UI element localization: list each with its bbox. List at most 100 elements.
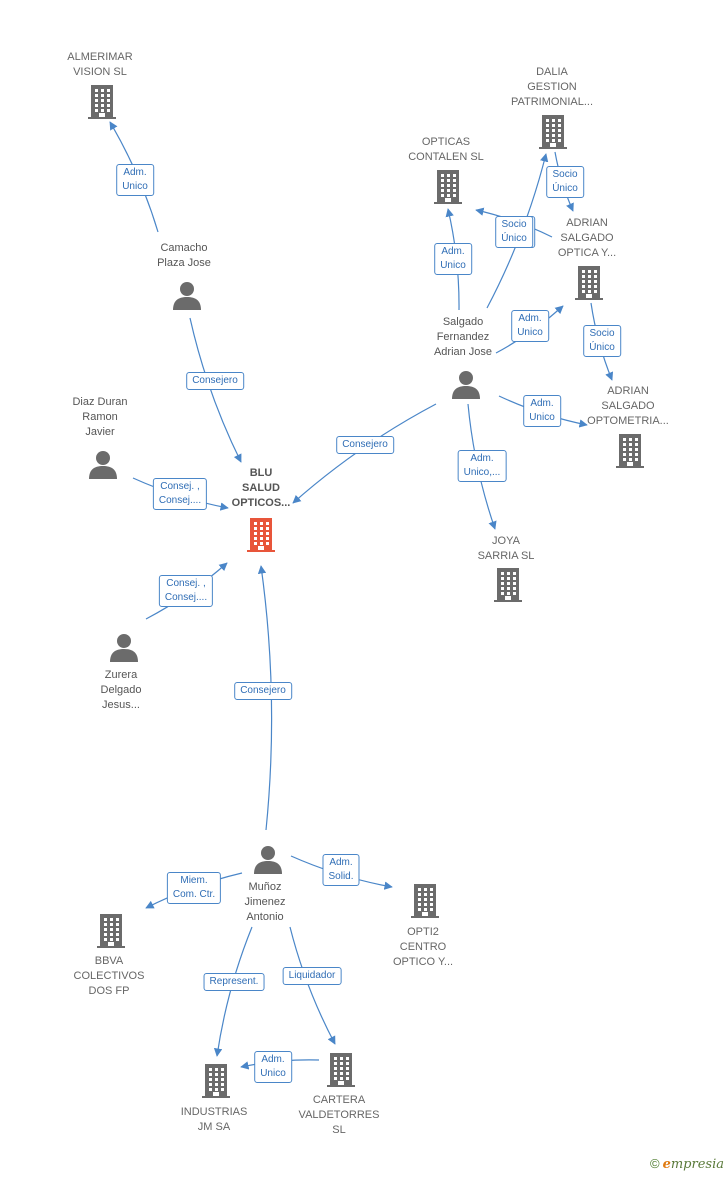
node-label-line: OPTOMETRIA... [587,415,669,427]
edge-label[interactable]: Adm. Solid. [322,854,360,886]
node-label-line: Plaza Jose [157,257,211,269]
edge-label[interactable]: Adm.Unico [434,243,472,275]
building-icon-almerimar[interactable] [86,84,118,125]
node-label-line: Ramon [82,411,118,423]
node-label-line: ALMERIMAR [67,51,133,63]
node-label-cartera[interactable]: CARTERA VALDETORRES SL [299,1093,380,1138]
edge-label-text: Unico [122,181,148,192]
edge-munoz-to-industrias [213,926,253,1057]
edge-label[interactable]: Consejero [186,372,244,390]
edge-label[interactable]: Liquidador [282,967,342,985]
edge-munoz-to-cartera [289,926,336,1045]
edge-label-text: Socio [589,328,615,339]
person-icon-camacho[interactable] [172,280,202,315]
building-icon-bbva[interactable] [95,913,127,954]
edge-label[interactable]: Adm. Unico [254,1051,292,1083]
edge-label[interactable]: Adm.Unico [523,395,561,427]
edge-label-text: Solid. [328,871,354,882]
edge-label-text: Consej.... [158,495,202,506]
node-label-line: ADRIAN [566,217,608,229]
building-icon-adrian-optometria[interactable] [614,433,646,474]
node-label-opticas[interactable]: OPTICAS CONTALEN SL [408,135,484,165]
edge-label[interactable]: Consejero [336,436,394,454]
edge-label[interactable]: Represent. [203,973,265,991]
edge-label[interactable]: Adm.Unico [116,164,154,196]
edge-label[interactable]: Consej. ,Consej.... [158,575,214,607]
node-label-adrian-optometria[interactable]: ADRIAN SALGADO OPTOMETRIA... [587,384,669,429]
building-icon-dalia[interactable] [537,114,569,155]
edge-label-text: Unico [260,1068,286,1079]
node-label-line: CONTALEN SL [408,151,484,163]
edge-label-text: Consejero [342,439,388,450]
building-icon-cartera[interactable] [325,1052,357,1093]
node-label-line: CARTERA [312,1094,366,1106]
node-label-line: JOYA [492,535,520,547]
edge-label-text: Adm. [441,246,465,257]
node-label-line: ADRIAN [607,385,649,397]
edge-label-text: Adm. [329,857,353,868]
edge-label-text: Com. Ctr. [172,889,216,900]
building-icon-industrias[interactable] [200,1063,232,1104]
person-icon-salgado[interactable] [451,369,481,404]
building-icon-joya[interactable] [492,567,524,608]
node-label-line: Diaz Duran [72,396,128,408]
building-icon-opti2[interactable] [409,883,441,924]
node-label-line: CENTRO [399,941,447,953]
edge-label-text: Consejero [192,375,238,386]
node-label-line: GESTION [527,81,577,93]
node-label-line: Adrian Jose [433,346,493,358]
building-icon-blu[interactable] [245,517,277,558]
node-label-joya[interactable]: JOYA SARRIA SL [478,534,535,564]
edge-label[interactable]: Consej. , Consej.... [152,478,208,510]
person-icon-munoz[interactable] [253,844,283,879]
edge-label-text: Único [552,183,578,194]
edge-label[interactable]: Miem. Com. Ctr. [166,872,222,904]
edge-label-text: Adm. [261,1054,285,1065]
edge-label-text: Adm. [530,398,554,409]
edge-label[interactable]: Adm.Unico [511,310,549,342]
node-label-line: INDUSTRIAS [180,1106,248,1118]
edge-label[interactable]: Consejero [234,682,292,700]
node-label-line: SARRIA SL [477,550,535,562]
edge-label-text: Adm. [470,453,494,464]
building-icon-opticas[interactable] [432,169,464,210]
node-label-line: VALDETORRES [298,1109,380,1121]
node-label-line: DOS FP [88,985,130,997]
person-icon-zurera[interactable] [109,632,139,667]
node-label-line: VISION SL [73,66,127,78]
node-label-line: Muñoz [248,881,282,893]
edge-label-text: Consej.... [164,592,208,603]
edge-label-text: Liquidador [288,970,336,981]
edge-label-text: Represent. [209,976,259,987]
node-label-line: OPTICA Y... [557,247,617,259]
edge-label-text: Consej. , [160,481,200,492]
edge-label-text: Socio [552,169,578,180]
copyright-symbol: © [649,1156,660,1171]
node-label-line: Javier [85,426,115,438]
edge-label-text: Miem. [180,875,208,886]
person-icon-diaz[interactable] [88,449,118,484]
edge-label[interactable]: Adm.Unico,... [457,450,507,482]
node-label-line: BLU [249,467,273,479]
node-label-line: Delgado [100,684,142,696]
node-label-line: Fernandez [436,331,490,343]
node-label-line: SL [332,1124,346,1136]
node-label-line: SALGADO [601,400,655,412]
building-icon-adrian-optica[interactable] [573,265,605,306]
node-label-almerimar[interactable]: ALMERIMAR VISION SL [67,50,132,80]
node-label-line: OPTICAS [421,136,471,148]
